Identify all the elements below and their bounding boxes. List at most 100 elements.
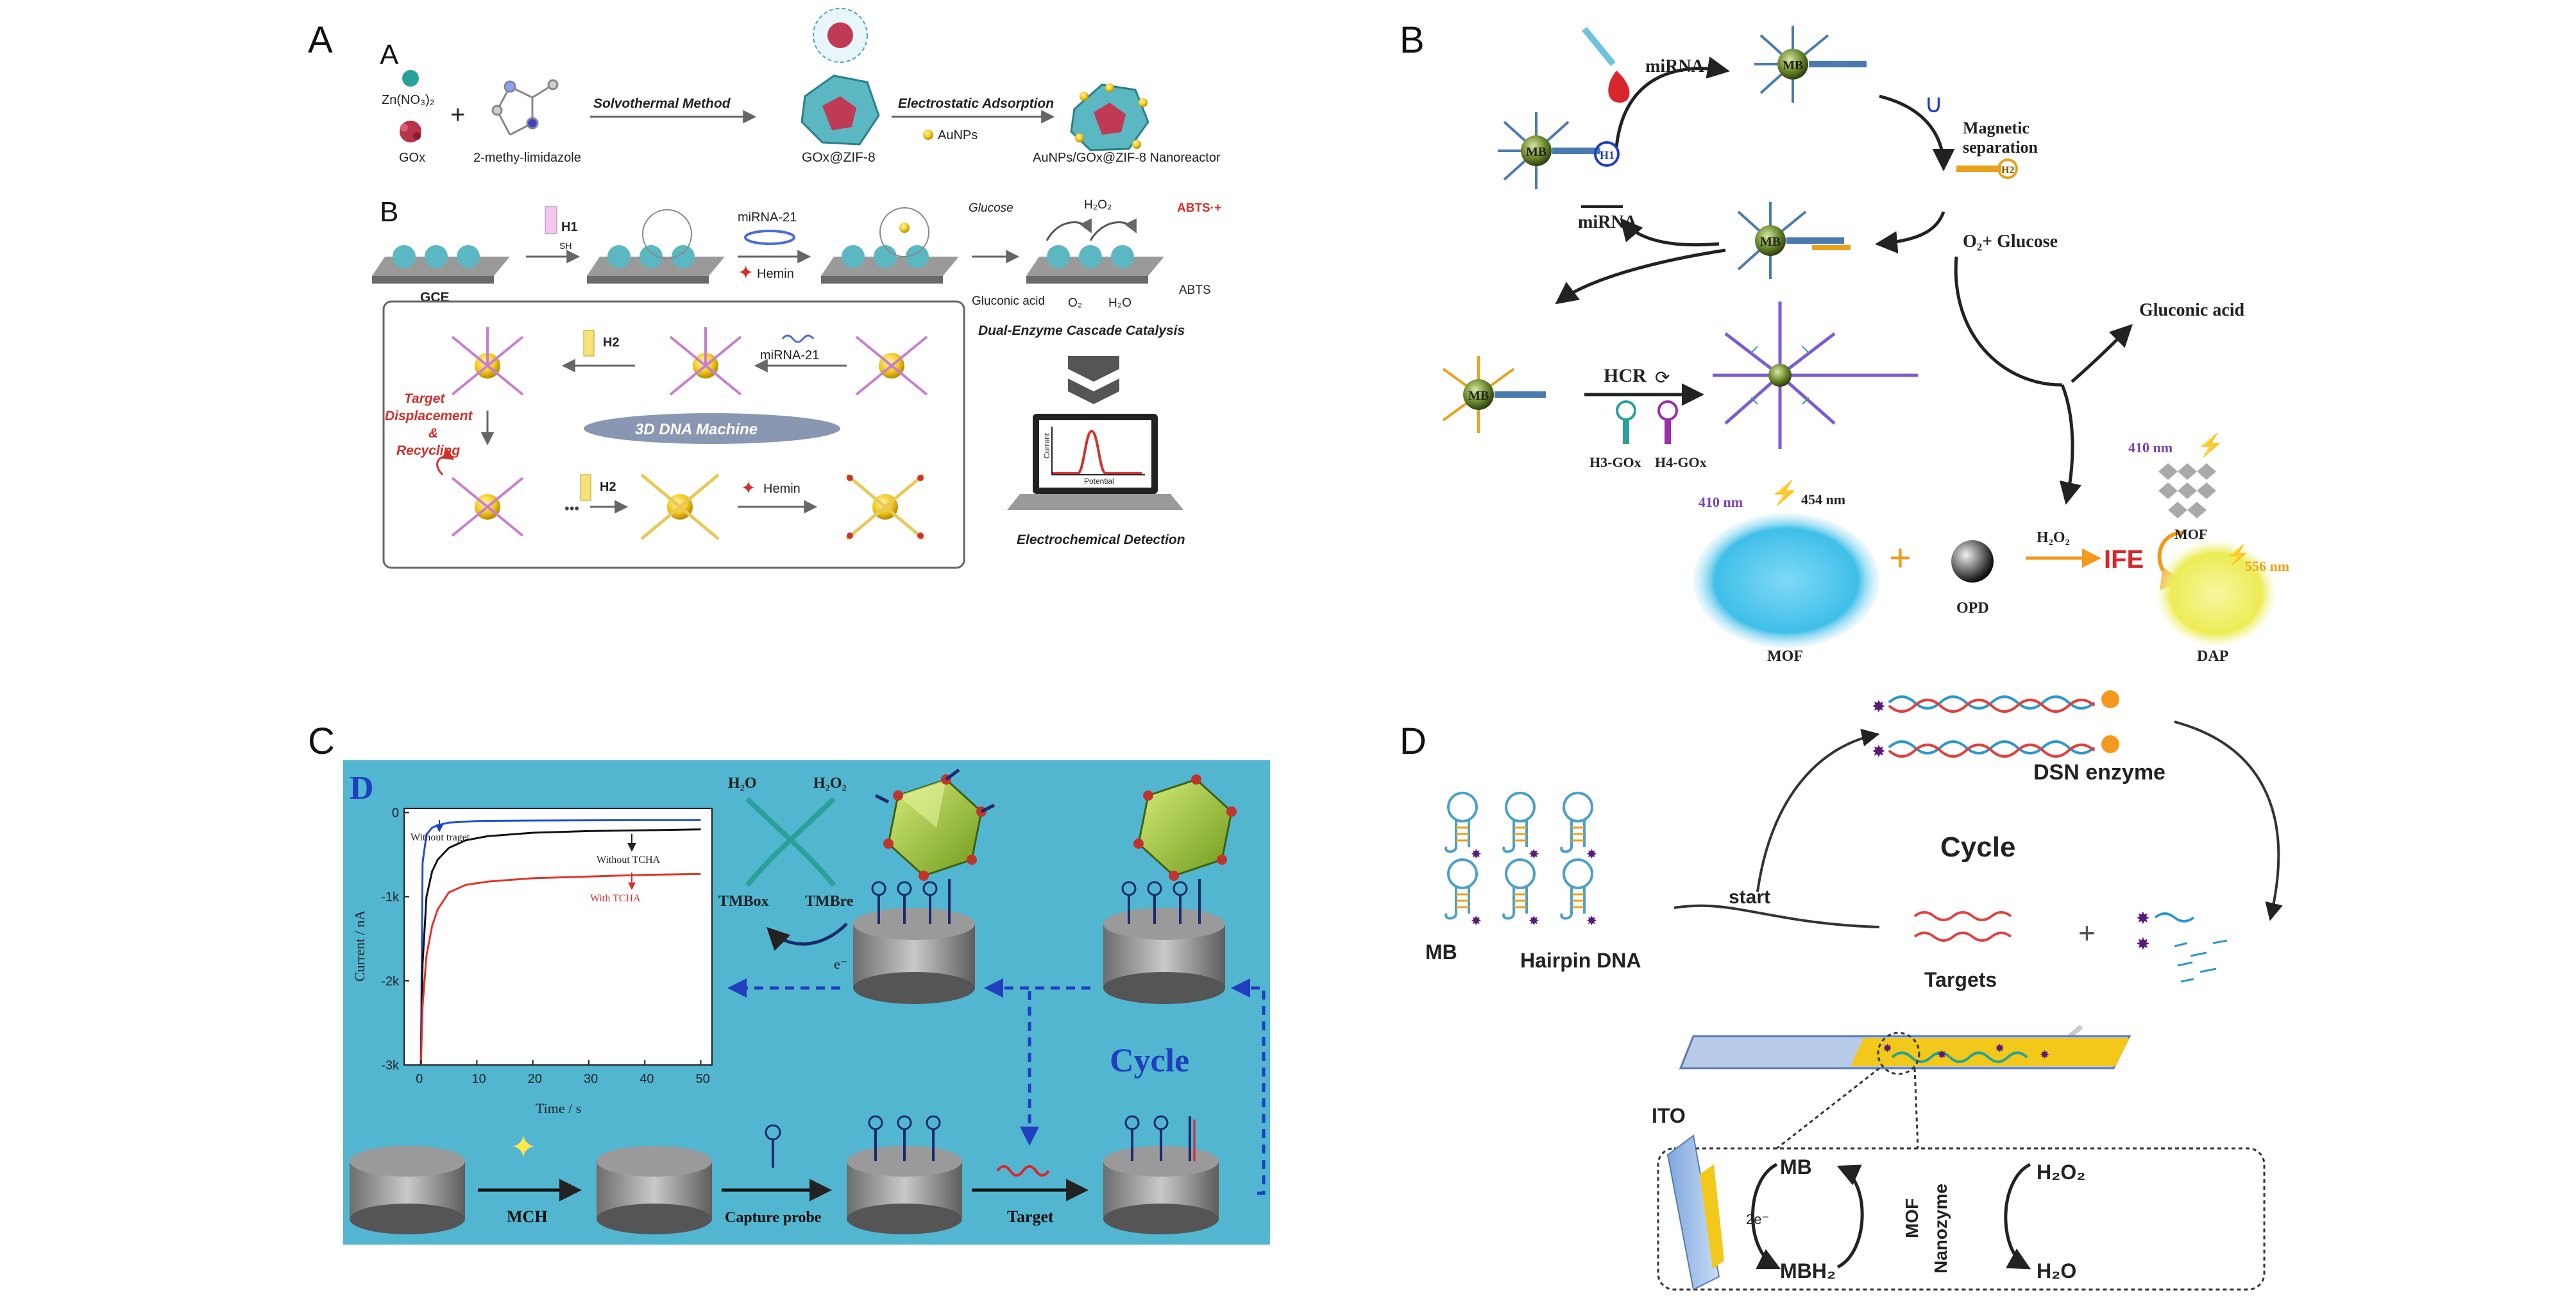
gox-label: GOx	[399, 151, 425, 165]
h2-label: H2	[603, 336, 620, 350]
panel-letter-b: B	[1400, 19, 1425, 61]
mof-crystal-cluster-icon	[2158, 463, 2216, 518]
chart-plot-area	[419, 819, 701, 1066]
mof-label: MOF	[1902, 1198, 1922, 1238]
panel-letter-d: D	[1400, 720, 1427, 762]
cascade-label: Dual-Enzyme Cascade Catalysis	[978, 323, 1185, 338]
chart-label-without-tcha: Without TCHA	[597, 855, 661, 865]
h1-label: H1	[1600, 149, 1614, 162]
h2-label: H2	[2001, 165, 2014, 176]
nanozyme-label: Nanozyme	[1931, 1184, 1951, 1273]
panel-a-sub-a: A	[380, 39, 399, 71]
chart-x-tick-label: 30	[584, 1072, 598, 1086]
magnetic-label-1: Magnetic	[1963, 119, 2029, 137]
gold-core-walker-2	[669, 327, 742, 396]
target-displacement-line4: Recycling	[396, 443, 460, 458]
chart-x-tick-label: 40	[640, 1072, 654, 1086]
chart-x-axis-label: Time / s	[536, 1100, 581, 1116]
h2o-label: H₂O	[2037, 1259, 2076, 1282]
panel-a: A Zn(NO₃)₂ GOx + 2-methy-limidazole Solv…	[372, 8, 1221, 569]
capture-probe-icon	[765, 1124, 781, 1168]
mirna-loop-icon	[744, 230, 795, 245]
hemin-b-label: Hemin	[763, 482, 801, 496]
hemin-b-star-icon: ✦	[741, 478, 756, 498]
magnet-icon: ∪	[1924, 90, 1943, 118]
refresh-icon: ⟳	[1655, 368, 1670, 387]
hairpin-label: Hairpin DNA	[1520, 949, 1641, 972]
echem-label: Electrochemical Detection	[1017, 532, 1185, 547]
hemin-label: Hemin	[757, 267, 794, 281]
chart-y-tick-label: -2k	[381, 975, 400, 989]
mb-label: MB	[1425, 941, 1457, 964]
chart-series-line-1	[419, 828, 701, 1066]
svg-text:✸: ✸	[1529, 847, 1539, 862]
mb-particle-left	[1498, 112, 1620, 189]
electrode-disk-left-top	[853, 879, 975, 1004]
electrostatic-label: Electrostatic Adsorption	[898, 96, 1054, 111]
hcr-product-particle	[1713, 302, 1918, 449]
chart-y-ticks: 0-1k-2k-3k	[381, 806, 409, 1073]
svg-text:✸: ✸	[1471, 914, 1482, 928]
gold-core-assembly-2	[845, 473, 925, 540]
h2o-label: H₂O	[728, 775, 757, 792]
chart-label-without-target: Without traget	[411, 832, 470, 843]
ito-electrode-bar	[1666, 1134, 1720, 1291]
svg-text:✸: ✸	[2136, 934, 2150, 953]
mb-top-label: MB	[1783, 58, 1803, 72]
svg-text:✸: ✸	[1872, 742, 1886, 761]
dna-machine-label: 3D DNA Machine	[635, 421, 758, 438]
mb-box-label: MB	[1780, 1155, 1812, 1179]
mof-blue-glow	[1693, 513, 1879, 648]
wl-410b-label: 410 nm	[2128, 439, 2173, 456]
mbh2-label: MBH₂	[1780, 1259, 1836, 1282]
mb-particle-bottom	[1737, 202, 1851, 279]
redox-arrow-right	[1836, 1164, 1864, 1269]
panel-a-sub-b: B	[380, 196, 398, 228]
mirna-left-label: miRNA	[1578, 212, 1638, 232]
sh-label: SH	[559, 241, 572, 251]
h4-gox-hairpin	[1657, 400, 1678, 444]
wl-410-label: 410 nm	[1699, 494, 1743, 510]
cycle-label: Cycle	[1110, 1043, 1189, 1079]
target-displacement-line2: Displacement	[385, 409, 473, 423]
capture-probe-label: Capture probe	[725, 1209, 822, 1226]
mof-nanocage-right	[1133, 774, 1237, 881]
to-hcr-arrow	[1555, 248, 1726, 305]
electrode-disk-target	[1103, 1115, 1219, 1234]
target-displacement-line1: Target	[404, 391, 445, 406]
h2o-label: H₂O	[1108, 296, 1131, 310]
o2-glucose-label: O₂+ Glucose	[1963, 232, 2058, 251]
lightning-icon: ⚡	[1770, 479, 1799, 506]
cycle-arc-start	[1674, 904, 1880, 928]
dsn-duplex-bottom: ✸	[1872, 735, 2119, 761]
chart-series-line-0	[419, 819, 701, 1066]
h2-hairpin-icon	[1956, 158, 2018, 179]
h2o2-label: H₂O₂	[2037, 529, 2070, 546]
electron-label: e⁻	[834, 956, 847, 972]
mirna21-label: miRNA-21	[738, 210, 797, 225]
target-displacement-line3: &	[428, 426, 438, 441]
target-strands-icon	[1913, 911, 2012, 942]
h2-hairpin-icon	[583, 330, 595, 357]
cycle-arrow-left	[1620, 217, 1720, 247]
start-label: start	[1729, 887, 1770, 908]
svg-text:✸: ✸	[1872, 697, 1886, 716]
gluconic-arrow	[2071, 324, 2133, 383]
cycle-arrow-bottom	[1875, 211, 1945, 254]
redox-arrow-left	[1751, 1162, 1781, 1270]
mirna21-b-label: miRNA-21	[760, 348, 819, 362]
h1-probe-icon	[545, 206, 557, 234]
chart-label-with-tcha: With TCHA	[590, 893, 641, 904]
chart-x-tick-label: 50	[696, 1072, 710, 1086]
targets-label: Targets	[1924, 968, 1997, 991]
h2o2-label: H₂O₂	[813, 775, 847, 792]
recycling-curve-icon	[436, 448, 454, 476]
zn-label: Zn(NO₃)₂	[382, 93, 435, 107]
mb-particle-top	[1754, 26, 1867, 103]
chart-x-tick-label: 10	[471, 1072, 486, 1086]
gce-label: GCE	[420, 290, 450, 305]
svg-text:✸: ✸	[1586, 914, 1597, 928]
hcr-label: HCR	[1604, 365, 1647, 386]
h3-gox-hairpin	[1616, 400, 1636, 444]
target-label: Target	[1007, 1207, 1054, 1226]
